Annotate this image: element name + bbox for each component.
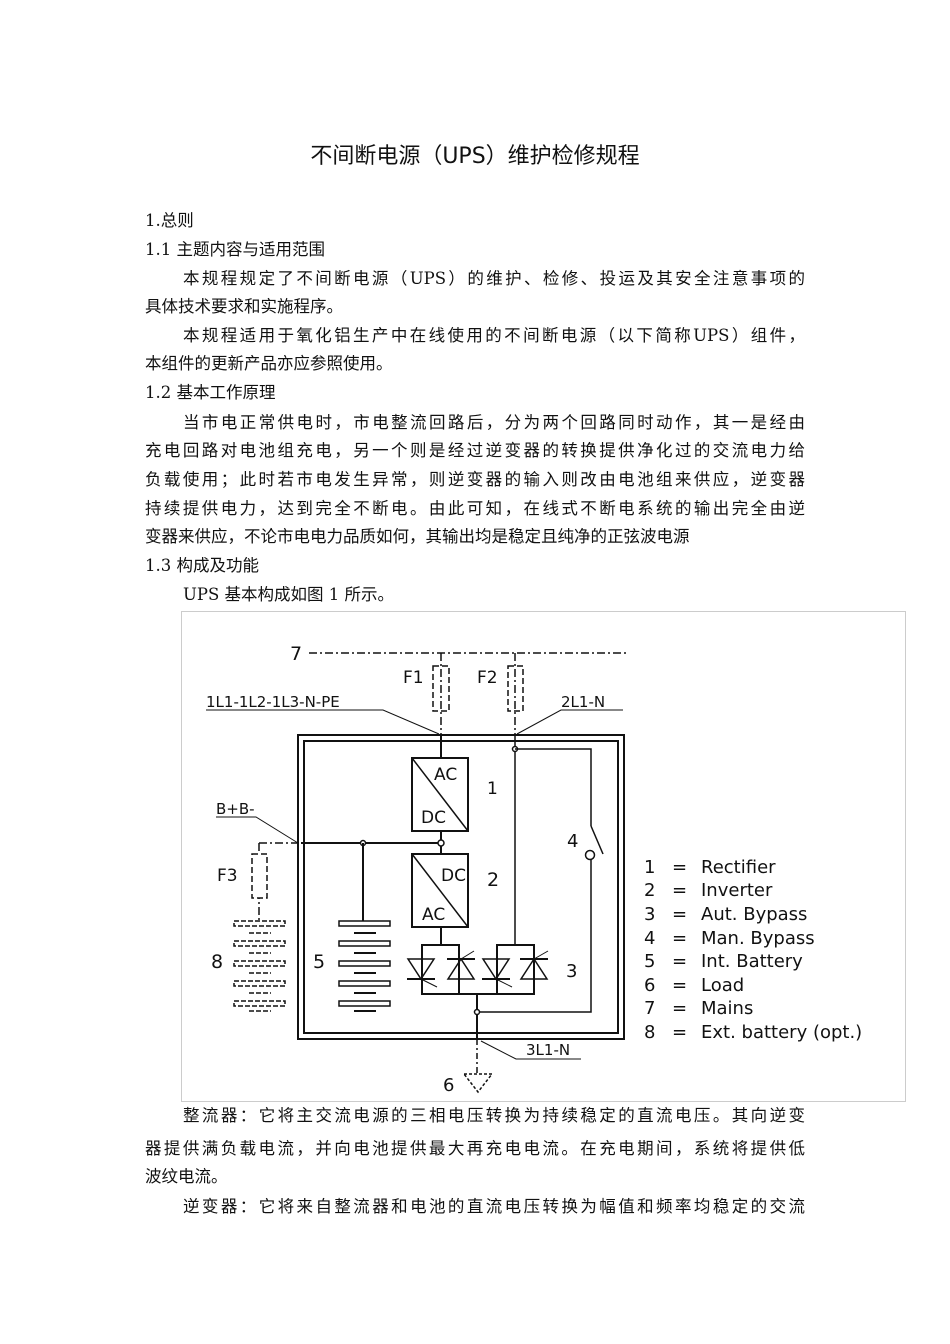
svg-text:Man. Bypass: Man. Bypass: [701, 928, 815, 949]
svg-text:2: 2: [644, 880, 655, 901]
paragraph-line: 持续提供电力，达到完全不断电。由此可知，在线式不断电系统的输出完全由逆: [145, 499, 805, 518]
input2-leader: [516, 709, 623, 735]
svg-text:7: 7: [644, 998, 655, 1019]
rectifier-ac: AC: [434, 765, 457, 785]
svg-text:Int. Battery: Int. Battery: [701, 951, 803, 972]
output-label: 3L1-N: [526, 1041, 570, 1059]
fuse-f2: [507, 665, 524, 712]
paragraph-line: 整流器：它将主交流电源的三相电压转换为持续稳定的直流电压。其向逆变: [183, 1106, 805, 1125]
paragraph-line: 器提供满负载电流，并向电池提供最大再充电电流。在充电期间，系统将提供低: [145, 1139, 805, 1158]
svg-text:Rectifier: Rectifier: [701, 857, 776, 878]
paragraph-line: 负载使用；此时若市电发生异常，则逆变器的输入则改由电池组来供应，逆变器: [145, 470, 805, 489]
svg-text:Aut. Bypass: Aut. Bypass: [701, 904, 807, 925]
rectifier-number: 1: [487, 779, 498, 799]
input2-label: 2L1-N: [561, 693, 605, 711]
svg-text:6: 6: [644, 975, 655, 996]
svg-text:8: 8: [644, 1022, 655, 1043]
ups-enclosure-outer: [297, 734, 625, 1040]
svg-text:Inverter: Inverter: [701, 880, 773, 901]
manual-bypass-switch: [590, 825, 604, 855]
ups-diagram-figure: 7 F1 F2 1L1-1L2-1L3-N-PE 2L1-N AC DC 1 D…: [181, 611, 906, 1102]
heading-1-1: 1.1 主题内容与适用范围: [145, 240, 325, 259]
battery-terminal-label: B+B-: [216, 800, 255, 818]
mains-number: 7: [290, 643, 302, 665]
paragraph-line: 变器来供应，不论市电电力品质如何，其输出均是稳定且纯净的正弦波电源: [145, 527, 690, 546]
paragraph-line: 本规程适用于氧化铝生产中在线使用的不间断电源（以下简称UPS）组件，: [183, 326, 805, 345]
svg-text:=: =: [672, 928, 687, 949]
svg-text:=: =: [672, 998, 687, 1019]
paragraph-line: 当市电正常供电时，市电整流回路后，分为两个回路同时动作，其一是经由: [183, 413, 805, 432]
svg-text:=: =: [672, 975, 687, 996]
heading-1-2: 1.2 基本工作原理: [145, 383, 276, 402]
external-battery: [233, 920, 286, 1012]
paragraph-line: 具体技术要求和实施程序。: [145, 297, 343, 316]
paragraph-line: 波纹电流。: [145, 1167, 228, 1186]
ext-battery-number: 8: [211, 951, 223, 973]
inverter-number: 2: [487, 869, 499, 891]
inverter-ac: AC: [422, 905, 445, 925]
diagram-legend: 1 = Rectifier 2 = Inverter 3 = Aut. Bypass 4 = M…: [644, 857, 862, 1043]
auto-bypass-thyristors: [406, 944, 549, 995]
svg-text:Ext. battery (opt.): Ext. battery (opt.): [701, 1022, 862, 1043]
paragraph-line: 逆变器：它将来自整流器和电池的直流电压转换为幅值和频率均稳定的交流: [183, 1197, 805, 1216]
f3-label: F3: [217, 866, 238, 886]
heading-1-3: 1.3 构成及功能: [145, 556, 259, 575]
heading-1: 1.总则: [145, 211, 194, 230]
battery-number: 5: [313, 951, 325, 973]
manual-bypass-number: 4: [567, 831, 578, 852]
load-symbol: [462, 1073, 494, 1094]
ups-diagram: 7 F1 F2 1L1-1L2-1L3-N-PE 2L1-N AC DC 1 D…: [206, 643, 862, 1096]
page-title: 不间断电源（UPS）维护检修规程: [310, 144, 640, 169]
paragraph-line: 本组件的更新产品亦应参照使用。: [145, 354, 393, 373]
svg-text:=: =: [672, 1022, 687, 1043]
internal-battery: [338, 920, 391, 1012]
svg-text:=: =: [672, 904, 687, 925]
svg-text:=: =: [672, 951, 687, 972]
load-number: 6: [443, 1075, 454, 1096]
inverter-dc: DC: [441, 866, 466, 886]
paragraph-line: 本规程规定了不间断电源（UPS）的维护、检修、投运及其安全注意事项的: [183, 269, 805, 288]
auto-bypass-number: 3: [566, 961, 577, 982]
f2-label: F2: [477, 668, 498, 688]
ups-enclosure-inner: [303, 740, 619, 1034]
svg-text:4: 4: [644, 928, 655, 949]
svg-text:Load: Load: [701, 975, 744, 996]
svg-text:Mains: Mains: [701, 998, 753, 1019]
input1-label: 1L1-1L2-1L3-N-PE: [206, 693, 340, 711]
paragraph-line: 充电回路对电池组充电，另一个则是经过逆变器的转换提供净化过的交流电力给: [145, 441, 805, 460]
rectifier-dc: DC: [421, 808, 446, 828]
svg-text:1: 1: [644, 857, 655, 878]
input1-leader: [206, 709, 440, 735]
fuse-f1: [432, 665, 450, 712]
svg-text:=: =: [672, 857, 687, 878]
svg-text:5: 5: [644, 951, 655, 972]
svg-text:=: =: [672, 880, 687, 901]
f1-label: F1: [403, 668, 424, 688]
paragraph-line: UPS 基本构成如图 1 所示。: [183, 585, 395, 604]
svg-text:3: 3: [644, 904, 655, 925]
fuse-f3: [251, 853, 268, 899]
